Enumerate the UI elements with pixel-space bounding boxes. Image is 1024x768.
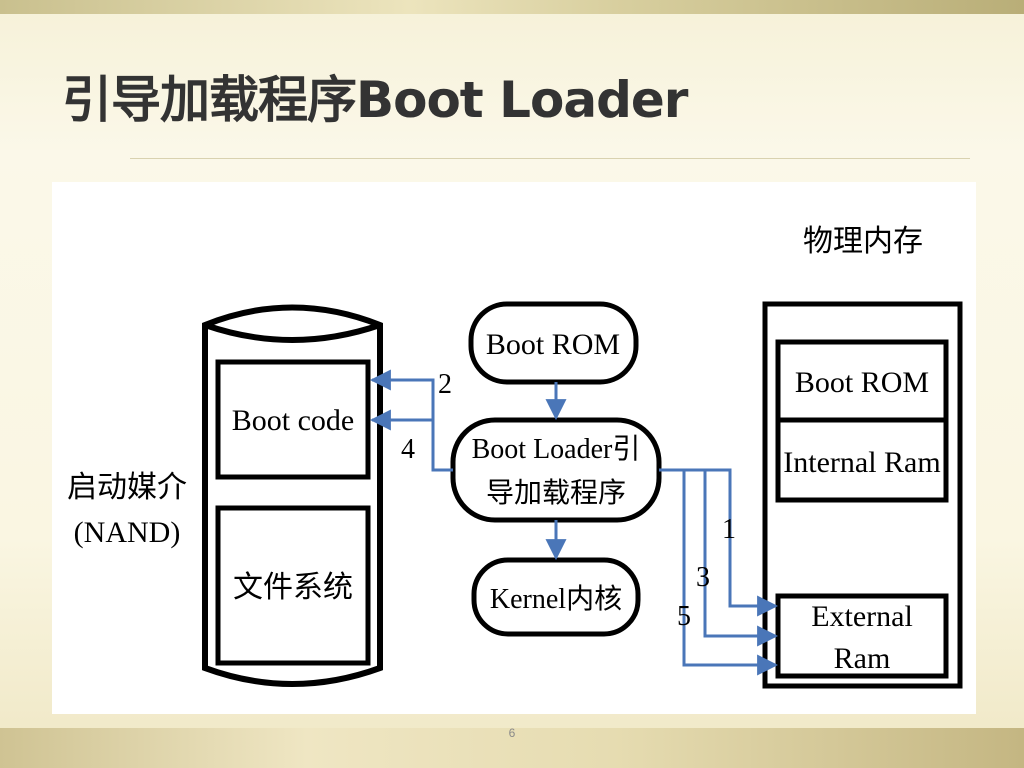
storage-cylinder [202,304,383,687]
file-system-label: 文件系统 [233,571,353,604]
arrow-step-5 [659,468,779,676]
kernel-node-label: Kernel内核 [490,583,622,615]
boot-rom-node-label: Boot ROM [486,328,620,361]
boot-code-label: Boot code [232,404,354,437]
title-divider [130,158,970,159]
top-decor-band [0,0,1024,14]
internal-ram-label: Internal Ram [783,446,940,479]
memory-boot-rom-label: Boot ROM [795,366,929,399]
page-number: 6 [508,726,516,740]
external-ram-label-line1: External [811,600,913,633]
memory-title: 物理内存 [803,225,923,258]
step-3-label: 3 [696,562,710,593]
step-5-label: 5 [677,601,691,632]
external-ram-label-line2: Ram [834,642,891,675]
boot-loader-node-line2: 导加载程序 [486,477,626,509]
file-system-box [215,505,371,666]
boot-rom-node [468,301,639,385]
step-1-label: 1 [722,514,736,545]
memory-container [762,301,963,689]
step-4-label: 4 [401,434,415,465]
arrow-step-4 [369,409,435,470]
internal-ram-box [775,417,949,503]
arrow-step-1 [659,468,779,617]
boot-loader-node-line1: Boot Loader引 [472,434,641,465]
step-2-label: 2 [438,369,452,400]
boot-code-box [215,359,371,480]
storage-label-line1: 启动媒介 [67,471,187,504]
slide-title: 引导加载程序Boot Loader [62,71,688,129]
bottom-decor-band [0,728,1024,768]
storage-label-line2: (NAND) [74,516,181,549]
memory-boot-rom-box [775,339,949,423]
